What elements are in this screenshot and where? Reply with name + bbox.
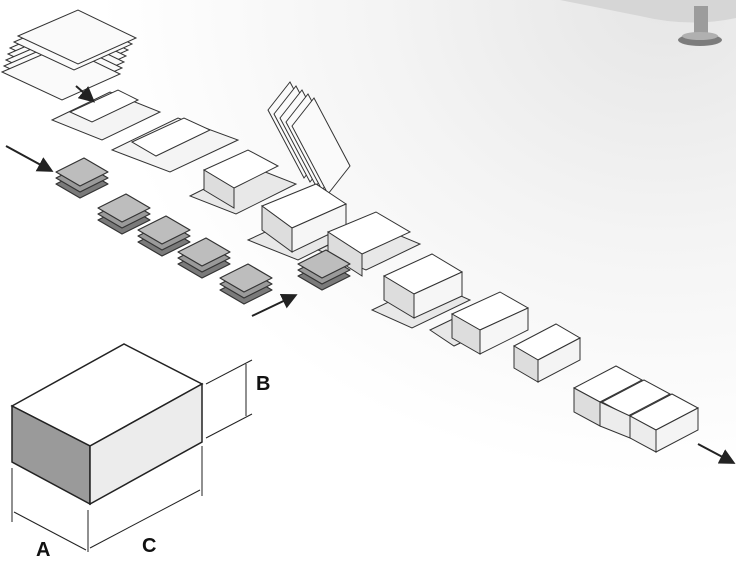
finished-carton-row (574, 366, 698, 452)
dimension-label-a: A (36, 539, 50, 561)
dimension-label-b: B (256, 373, 270, 395)
product-stack-1 (56, 158, 108, 198)
flow-arrow-out (698, 444, 732, 462)
flow-arrow-load (252, 296, 294, 316)
dimension-label-c: C (142, 535, 156, 557)
product-stack-5 (220, 264, 272, 304)
machine-foot (560, 0, 736, 46)
upright-carton-stack (268, 82, 350, 194)
finished-carton (514, 324, 580, 382)
dimension-box (12, 344, 202, 504)
flow-arrow-in (6, 146, 50, 170)
flat-carton-stack (2, 10, 136, 100)
